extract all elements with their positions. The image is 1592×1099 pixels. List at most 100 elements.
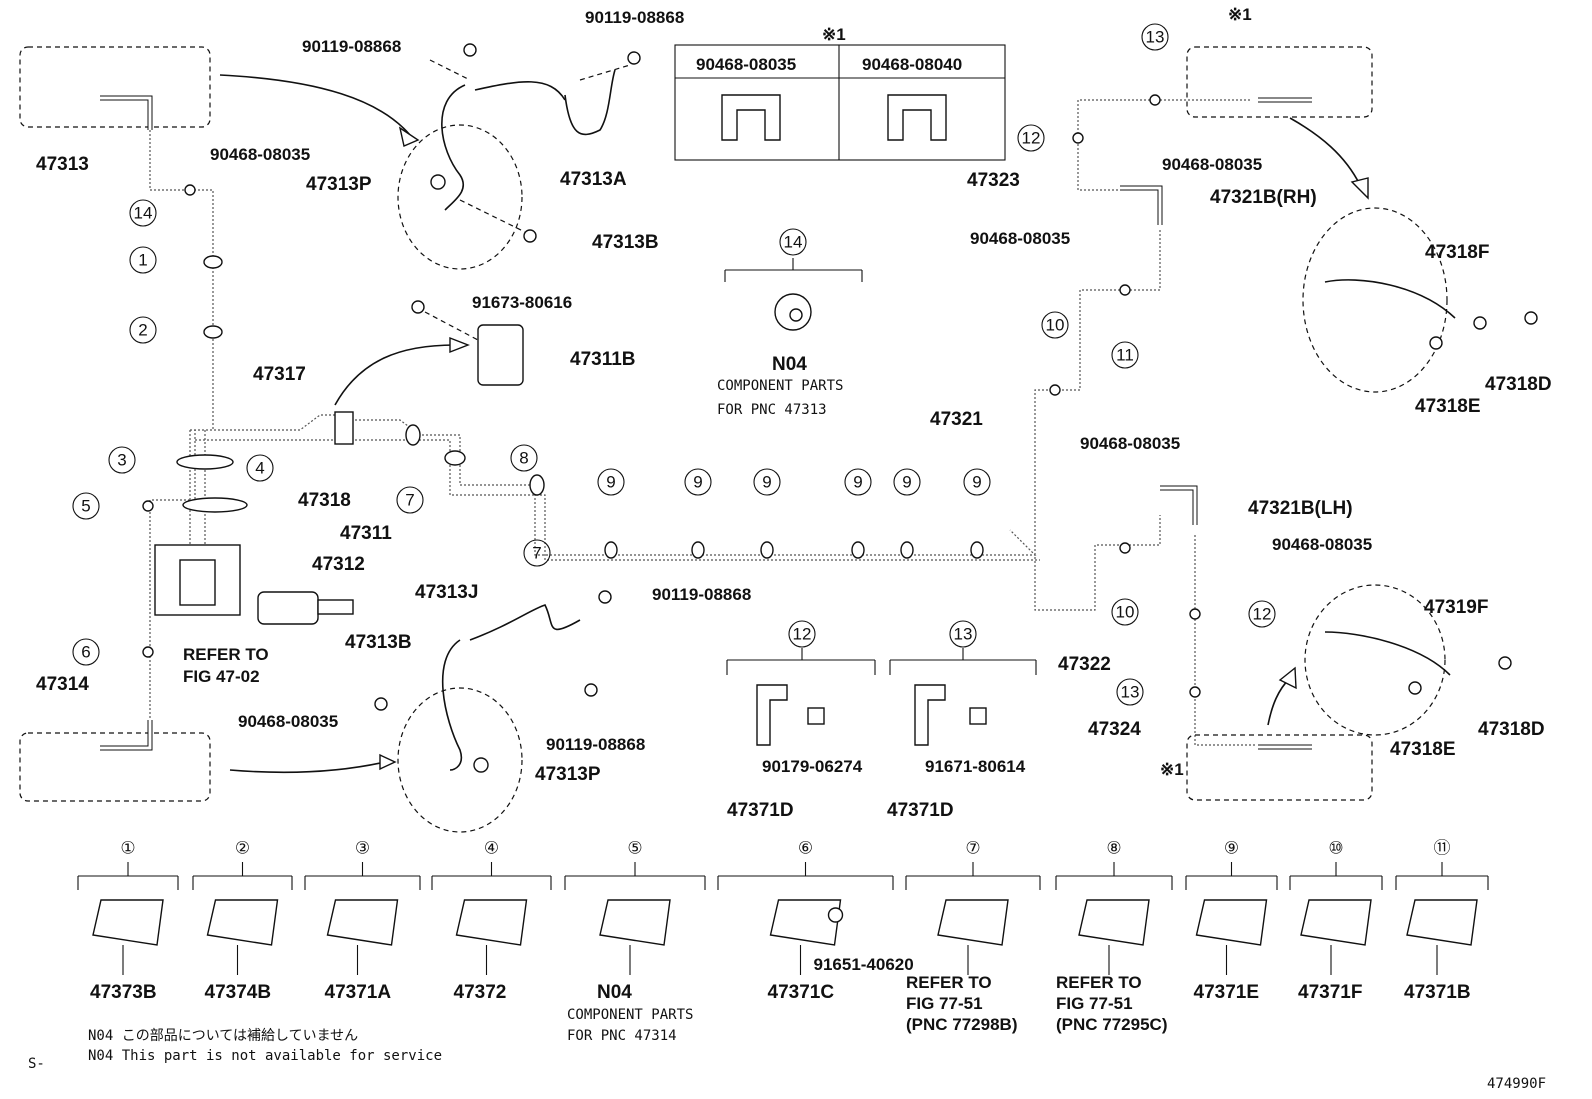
svg-text:FIG 47-02: FIG 47-02 [183, 667, 260, 686]
clip-icon [1078, 899, 1150, 946]
svg-text:90119-08868: 90119-08868 [585, 8, 684, 27]
clip-icon-08040 [887, 94, 947, 141]
rear-right-detail-box [1186, 734, 1373, 801]
svg-text:47313P: 47313P [306, 174, 372, 195]
hose-47313A [564, 69, 616, 136]
svg-text:47318D: 47318D [1485, 374, 1552, 395]
svg-text:91673-80616: 91673-80616 [472, 293, 572, 312]
bottom-part-number: 47371B [1404, 982, 1471, 1003]
callout-7-b [523, 539, 551, 567]
svg-text:47311: 47311 [340, 523, 392, 544]
hose-detail-ellipse-rear [1304, 584, 1446, 736]
callout-7-a [396, 486, 424, 514]
svg-text:47318F: 47318F [1425, 242, 1489, 263]
figure-id: 474990F [1487, 1076, 1546, 1092]
svg-text:47314: 47314 [36, 674, 89, 695]
svg-text:12: 12 [793, 625, 812, 644]
bottom-part-note-1: REFER TO [906, 973, 992, 992]
bottom-part-number: N04 [597, 982, 632, 1003]
clip-reference-table [674, 44, 1006, 161]
svg-text:※1: ※1 [1160, 760, 1184, 779]
svg-text:47318: 47318 [298, 490, 351, 511]
bottom-part-number: 47373B [90, 982, 157, 1003]
svg-text:13: 13 [1121, 683, 1140, 702]
bottom-part-note-1: COMPONENT PARTS [567, 1007, 693, 1023]
svg-text:90468-08040: 90468-08040 [862, 55, 962, 74]
clamp-47371D-b [914, 684, 946, 746]
clamp-47371D-a [756, 684, 788, 746]
svg-text:90468-08035: 90468-08035 [1080, 434, 1180, 453]
footer-prefix: S- [28, 1056, 45, 1072]
tube-stub-top-left [100, 95, 153, 130]
svg-text:N04: N04 [772, 354, 807, 375]
callout-14-left [129, 199, 157, 227]
clip-icon [455, 899, 528, 946]
bottom-part-11: ⑪ 47371B [1395, 839, 1489, 1003]
svg-text:13: 13 [954, 625, 973, 644]
bottom-part-10: ⑩ 47371F [1289, 839, 1383, 1003]
bottom-callout-label: ⑩ [1328, 839, 1343, 858]
footer-note-en: N04 This part is not available for servi… [88, 1048, 442, 1064]
arrow-to-bracket [334, 344, 456, 406]
hose-47313P-top [441, 84, 466, 211]
callout-1-left [129, 246, 157, 274]
clip-icon [937, 899, 1009, 946]
svg-text:12: 12 [1253, 605, 1272, 624]
bottom-part-note-2: FIG 77-51 [1056, 994, 1133, 1013]
svg-text:FOR PNC 47313: FOR PNC 47313 [717, 402, 827, 418]
svg-text:47311B: 47311B [570, 349, 636, 370]
footer-note-jp: N04 この部品については補給していません [88, 1028, 358, 1044]
svg-text:47318D: 47318D [1478, 719, 1545, 740]
front-right-detail-box [1186, 46, 1373, 118]
bracket-47311B [477, 324, 524, 386]
svg-text:9: 9 [853, 473, 862, 492]
svg-text:※1: ※1 [1228, 5, 1252, 24]
svg-text:5: 5 [81, 497, 90, 516]
arrow-to-hose-top [219, 74, 411, 136]
svg-text:COMPONENT PARTS: COMPONENT PARTS [717, 378, 843, 394]
svg-text:47321B(RH): 47321B(RH) [1210, 187, 1317, 208]
svg-text:12: 12 [1022, 129, 1041, 148]
bottom-callout-label: ③ [355, 839, 370, 858]
bottom-part-number: 47374B [205, 982, 272, 1003]
svg-text:47317: 47317 [253, 364, 306, 385]
clip-icon-08035 [721, 94, 781, 141]
svg-text:90468-08035: 90468-08035 [1272, 535, 1372, 554]
svg-text:4: 4 [255, 459, 264, 478]
label-47313: 47313 [36, 154, 89, 175]
svg-text:47321: 47321 [930, 409, 983, 430]
svg-text:47371D: 47371D [727, 800, 794, 821]
clip-icon [92, 899, 164, 946]
callout-14-top [779, 228, 807, 256]
svg-text:90468-08035: 90468-08035 [696, 55, 796, 74]
clip-icon [1406, 899, 1478, 946]
svg-text:6: 6 [81, 643, 90, 662]
bottom-callout-label: ② [235, 839, 250, 858]
bottom-part-number: 47371E [1194, 982, 1260, 1003]
svg-text:47313B: 47313B [592, 232, 659, 253]
svg-text:90119-08868: 90119-08868 [652, 585, 751, 604]
bottom-part-note-3: (PNC 77298B) [906, 1015, 1018, 1034]
svg-text:90119-08868: 90119-08868 [546, 735, 645, 754]
front-left-detail-box [19, 46, 211, 128]
svg-text:2: 2 [138, 321, 147, 340]
hose-47313J [441, 639, 463, 771]
clip-icon [1195, 899, 1268, 946]
svg-text:7: 7 [532, 544, 541, 563]
svg-text:47318E: 47318E [1415, 396, 1481, 417]
svg-text:47313P: 47313P [535, 764, 601, 785]
svg-text:47313J: 47313J [415, 582, 478, 603]
bottom-part-2: ② 47374B [192, 839, 293, 1003]
bottom-part-number: 47371F [1298, 982, 1362, 1003]
svg-text:11: 11 [1116, 346, 1134, 365]
bottom-callout-label: ⑪ [1434, 839, 1451, 858]
bottom-part-number: 47372 [454, 982, 507, 1003]
callout-8 [510, 444, 538, 472]
hose-detail-ellipse-top [397, 124, 523, 270]
clip-icon [769, 899, 842, 946]
